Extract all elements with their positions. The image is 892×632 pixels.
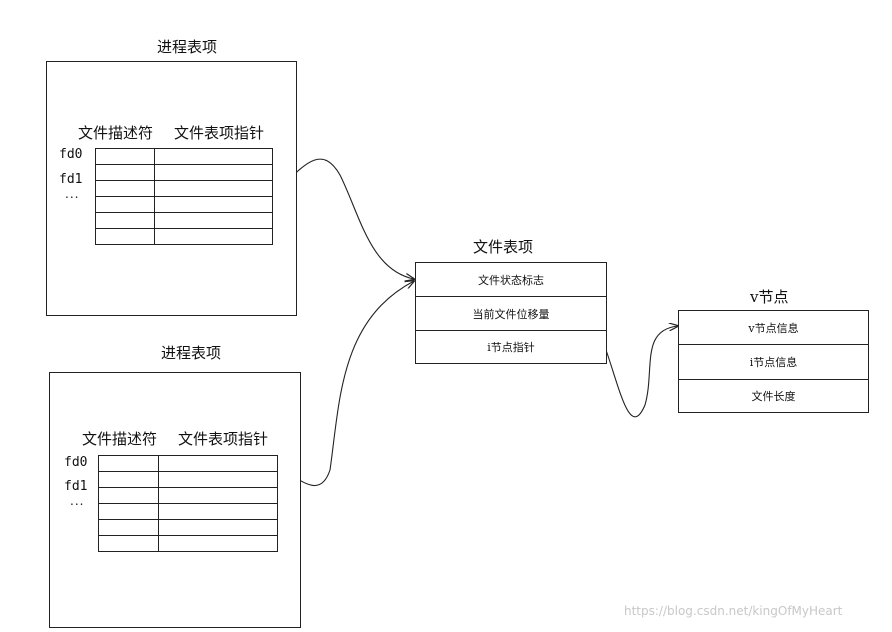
fd-row [95,196,273,213]
process-table-2: 文件描述符 文件表项指针 fd0 fd1 ... [49,372,301,628]
fd-cell [95,180,155,197]
ellipsis: ... [65,187,80,201]
ptr-cell [158,487,278,504]
fd-row [98,535,278,552]
fd0-label: fd0 [59,147,83,162]
file-table-title: 文件表项 [473,238,534,256]
file-length-row: 文件长度 [751,390,796,403]
fd1-label: fd1 [59,172,83,187]
fd-row [95,148,273,165]
vnode-title: v节点 [750,288,789,306]
watermark: https://blog.csdn.net/kingOfMyHeart [624,604,843,618]
fd-row [98,487,278,504]
ptr-cell [154,196,273,213]
fd-row [98,455,278,472]
fd-row [95,164,273,181]
fd-cell [95,228,155,245]
ptr-cell [158,503,278,520]
ptr-cell [158,455,278,472]
process-table-2-title: 进程表项 [161,344,222,362]
ptr-cell [154,148,273,165]
fd1-label: fd1 [64,479,88,494]
col-fd-header: 文件描述符 [82,430,158,448]
fd-cell [98,519,159,536]
file-status-flags-row: 文件状态标志 [416,263,606,297]
arrow-proc2-to-filetable [276,281,414,487]
fd-cell [98,535,159,552]
col-ptr-header: 文件表项指针 [178,430,269,448]
arrow-proc1-to-filetable [271,158,414,279]
fd-row [98,519,278,536]
fd-row [98,471,278,488]
process-table-1-title: 进程表项 [157,38,218,56]
fd-row [95,180,273,197]
fd-cell [95,212,155,229]
ptr-cell [158,519,278,536]
ptr-cell [158,471,278,488]
fd-cell [95,164,155,181]
vnode-table: v节点信息 i节点信息 文件长度 [678,310,869,413]
fd-table [95,148,273,245]
ptr-cell [158,535,278,552]
inode-info-row: i节点信息 [679,345,868,380]
inode-pointer-row: i节点指针 [487,341,535,354]
fd-row [95,212,273,229]
ptr-cell [154,180,273,197]
fd-cell [98,471,159,488]
fd-cell [98,455,159,472]
fd-row [95,228,273,245]
file-table-entry: 文件状态标志 当前文件位移量 i节点指针 [415,262,607,364]
ptr-cell [154,212,273,229]
process-table-1: 文件描述符 文件表项指针 fd0 fd1 ... [46,61,297,316]
vnode-info-row: v节点信息 [679,311,868,345]
ptr-cell [154,164,273,181]
ellipsis: ... [70,494,85,508]
fd-cell [95,148,155,165]
file-offset-row: 当前文件位移量 [416,297,606,331]
col-fd-header: 文件描述符 [78,124,154,142]
arrow-filetable-to-vnode [605,326,678,418]
fd-cell [98,487,159,504]
fd0-label: fd0 [64,455,88,470]
fd-table [98,455,278,552]
fd-cell [95,196,155,213]
fd-cell [98,503,159,520]
fd-row [98,503,278,520]
col-ptr-header: 文件表项指针 [174,124,265,142]
ptr-cell [154,228,273,245]
